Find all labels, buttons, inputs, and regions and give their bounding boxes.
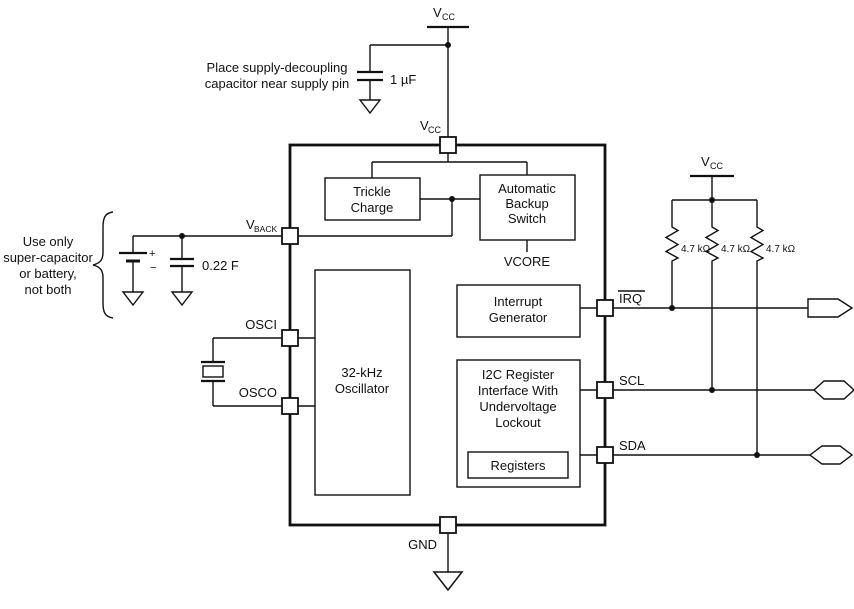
pin-gnd [439, 516, 457, 534]
crystal-section [201, 337, 282, 407]
decoupling-capacitor [357, 45, 383, 114]
ground-symbol-large [433, 571, 463, 591]
supercap-symbol [170, 236, 194, 306]
battery-plus-label: + [149, 248, 155, 260]
backup-note-line4: not both [25, 282, 72, 297]
i2c-label-3: Undervoltage [479, 399, 556, 414]
ic-internal-wires [298, 153, 597, 456]
pullup-resistor-sda [750, 223, 764, 265]
oscillator-label-2: Oscillator [335, 381, 390, 396]
pin-scl [596, 381, 614, 399]
resistor-value-3: 4.7 kΩ [766, 244, 796, 255]
resistor-value-2: 4.7 kΩ [721, 244, 751, 255]
pin-irq [596, 299, 614, 317]
pin-osci-label: OSCI [245, 317, 277, 332]
backup-note-line1: Use only [23, 234, 74, 249]
ground-symbol [171, 291, 193, 306]
interrupt-generator-block [456, 284, 581, 338]
pin-osco [281, 397, 299, 415]
irq-connector [807, 298, 854, 318]
i2c-label-1: I2C Register [482, 367, 555, 382]
decoupling-note-line2: capacitor near supply pin [205, 76, 350, 91]
ground-symbol [359, 99, 381, 114]
junction-dot [449, 196, 455, 202]
pin-vback-subscript: BACK [254, 224, 277, 234]
supercap-value: 0.22 F [202, 258, 239, 273]
registers-block [467, 451, 569, 479]
interrupt-generator-label-2: Generator [489, 310, 548, 325]
oscillator-label-1: 32-kHz [341, 365, 382, 380]
decoupling-cap-value: 1 µF [390, 72, 416, 87]
i2c-label-2: Interface With [478, 383, 558, 398]
ground-section [433, 533, 463, 591]
top-supply-section: V CC 1 µF Place supply-decoupling capaci… [205, 5, 469, 137]
trickle-charge-label-1: Trickle [353, 184, 391, 199]
backup-switch-label-2: Backup [505, 196, 548, 211]
trickle-charge-block [324, 177, 421, 221]
pullup-resistor-irq [665, 223, 679, 265]
interrupt-generator-label-1: Interrupt [494, 294, 543, 309]
ground-symbol [122, 291, 144, 306]
pin-vcc-subscript: CC [428, 125, 441, 135]
sda-connector [808, 445, 854, 465]
battery-symbol [119, 236, 147, 306]
vcore-label: VCORE [504, 254, 551, 269]
automatic-backup-switch-block [479, 174, 576, 241]
pin-vcc-label: V [420, 118, 429, 133]
pullup-section: V CC 4.7 kΩ 4.7 kΩ 4.7 kΩ [613, 154, 854, 465]
right-vcc-label: V [701, 154, 710, 169]
backup-switch-label-1: Automatic [498, 181, 556, 196]
pin-osco-label: OSCO [239, 385, 277, 400]
i2c-label-4: Lockout [495, 415, 541, 430]
oscillator-block [314, 269, 411, 496]
note-brace [92, 211, 114, 319]
trickle-charge-label-2: Charge [351, 200, 394, 215]
scl-connector [812, 380, 854, 400]
right-vcc-subscript: CC [710, 161, 723, 171]
backup-switch-label-3: Switch [508, 211, 546, 226]
pin-sda-label: SDA [619, 438, 646, 453]
backup-note-line2: super-capacitor [3, 250, 93, 265]
crystal-symbol [202, 365, 224, 378]
pin-vback-label: V [246, 217, 255, 232]
backup-note-line3: or battery, [19, 266, 77, 281]
battery-minus-label: − [150, 262, 156, 274]
pin-irq-label: IRQ [619, 291, 642, 306]
pin-scl-label: SCL [619, 373, 644, 388]
pin-osci [281, 329, 299, 347]
pin-gnd-label: GND [408, 537, 437, 552]
registers-label: Registers [491, 458, 546, 473]
top-vcc-subscript: CC [442, 12, 455, 22]
pin-sda [596, 446, 614, 464]
ic-section: Trickle Charge Automatic Backup Switch V… [239, 118, 646, 552]
resistor-value-1: 4.7 kΩ [681, 244, 711, 255]
backup-source-section: + − 0.22 F Use only super-capacitor or b… [3, 211, 282, 319]
pin-vback [281, 227, 299, 245]
decoupling-note-line1: Place supply-decoupling [207, 60, 348, 75]
pin-vcc [439, 136, 457, 154]
top-vcc-label: V [433, 5, 442, 20]
